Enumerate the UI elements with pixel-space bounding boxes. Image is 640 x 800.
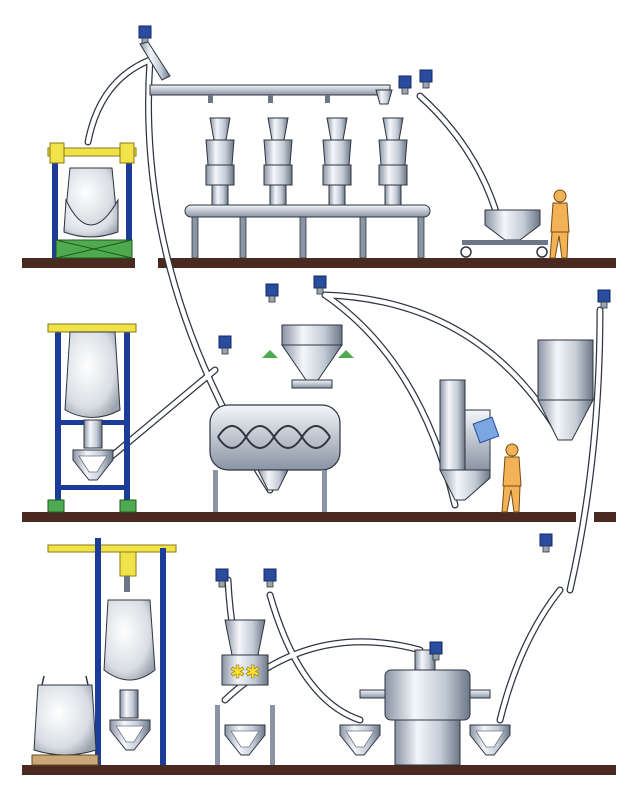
conveyor-tubes-inner bbox=[85, 57, 603, 723]
bag-dump-station bbox=[439, 379, 522, 513]
valve-icon bbox=[398, 75, 412, 95]
worker-icon bbox=[549, 189, 570, 259]
middle-floor-right bbox=[594, 512, 616, 522]
storage-silo bbox=[537, 289, 611, 441]
ribbon-blender bbox=[209, 404, 341, 512]
valve-icon bbox=[597, 289, 611, 309]
lump-breaker: ✱✱ bbox=[215, 568, 277, 765]
upper-bulk-bag-discharger bbox=[47, 142, 137, 259]
middle-floor bbox=[22, 512, 576, 522]
yellow-crusher-icon: ✱✱ bbox=[230, 662, 260, 683]
filling-stations bbox=[184, 117, 431, 259]
ground-floor bbox=[22, 765, 616, 775]
upper-floor-right bbox=[158, 258, 616, 268]
conveyor-header bbox=[138, 25, 433, 105]
valve-icon bbox=[539, 533, 553, 553]
valve-icon bbox=[313, 275, 327, 295]
middle-bulk-bag-discharger bbox=[47, 323, 232, 513]
floors bbox=[22, 258, 616, 775]
valve-icon bbox=[263, 568, 277, 588]
upper-floor bbox=[22, 258, 135, 268]
valve-icon bbox=[218, 335, 232, 355]
valve-icon bbox=[419, 69, 433, 89]
batch-hopper bbox=[262, 275, 354, 389]
valve-icon bbox=[138, 25, 152, 45]
worker-icon bbox=[501, 443, 522, 513]
belt-conveyor bbox=[184, 204, 431, 218]
portable-hopper bbox=[460, 189, 570, 259]
bulk-bag-filler bbox=[47, 538, 177, 765]
valve-icon bbox=[265, 283, 279, 303]
standalone-bulk-bag bbox=[31, 675, 99, 766]
vibratory-screener bbox=[359, 641, 491, 766]
